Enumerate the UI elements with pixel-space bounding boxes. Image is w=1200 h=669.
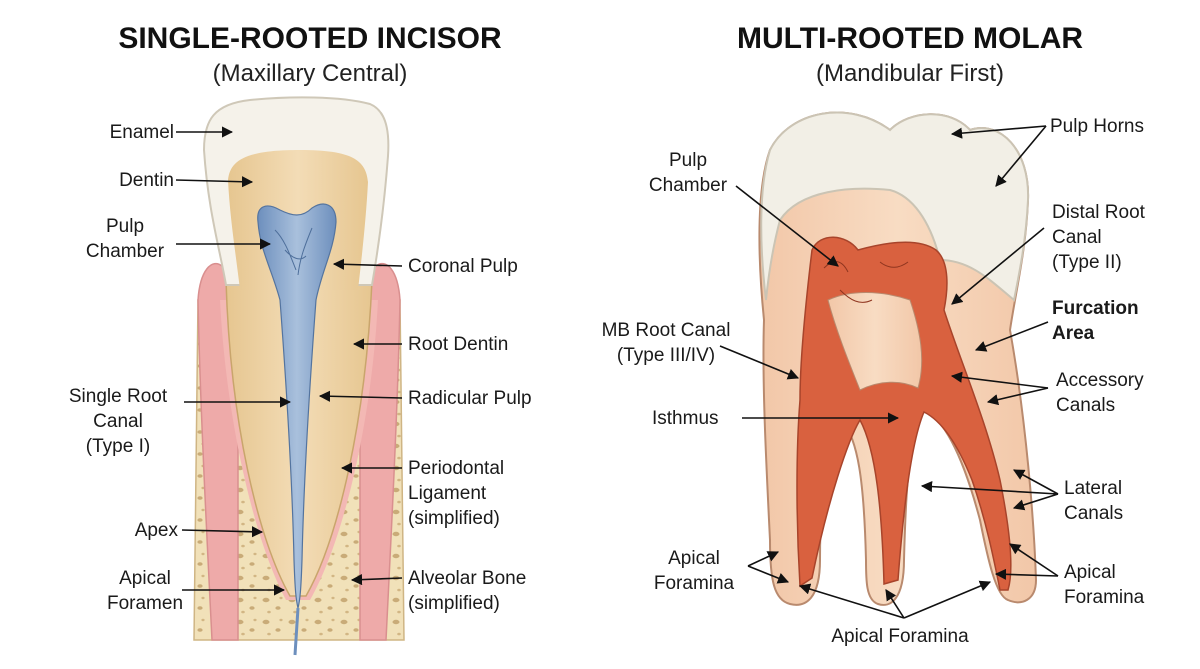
label-isthmus: Isthmus xyxy=(652,408,719,429)
label-root-dentin: Root Dentin xyxy=(408,334,509,355)
label-lateral-canals: Lateral Canals xyxy=(1064,478,1124,524)
annotation-arrows xyxy=(175,125,1059,619)
label-coronal-pulp: Coronal Pulp xyxy=(408,256,518,277)
molar-illustration xyxy=(758,111,1038,606)
label-apical-foramina-right: Apical Foramina xyxy=(1064,562,1145,608)
incisor-pulp xyxy=(257,203,337,609)
label-apical-foramina-bottom: Apical Foramina xyxy=(831,626,969,647)
label-apical-foramen: Apical Foramen xyxy=(106,568,184,614)
molar-title: MULTI-ROOTED MOLAR xyxy=(736,22,1084,55)
label-apical-foramina-left: Apical Foramina xyxy=(653,548,735,594)
label-enamel: Enamel xyxy=(109,122,174,143)
molar-enamel xyxy=(760,111,1030,302)
label-mb-root-canal: MB Root Canal (Type III/IV) xyxy=(601,320,731,366)
incisor-subtitle: (Maxillary Central) xyxy=(212,60,408,87)
label-pulp-horns: Pulp Horns xyxy=(1050,116,1144,137)
label-accessory-canals: Accessory Canals xyxy=(1056,370,1144,416)
label-single-root-canal: Single Root Canal (Type I) xyxy=(68,386,168,457)
label-distal-root-canal: Distal Root Canal (Type II) xyxy=(1052,202,1145,273)
label-radicular-pulp: Radicular Pulp xyxy=(408,388,532,409)
label-incisor-pulp-chamber: Pulp Chamber xyxy=(85,216,165,262)
molar-subtitle: (Mandibular First) xyxy=(815,60,1005,87)
label-apex: Apex xyxy=(134,520,178,541)
incisor-title: SINGLE-ROOTED INCISOR xyxy=(118,22,502,55)
label-furcation-area: Furcation Area xyxy=(1052,298,1139,344)
label-molar-pulp-chamber: Pulp Chamber xyxy=(648,150,728,196)
label-alveolar-bone: Alveolar Bone (simplified) xyxy=(408,568,527,614)
incisor-illustration xyxy=(193,96,405,656)
label-dentin: Dentin xyxy=(119,170,174,191)
label-periodontal-ligament: Periodontal Ligament (simplified) xyxy=(408,458,505,529)
